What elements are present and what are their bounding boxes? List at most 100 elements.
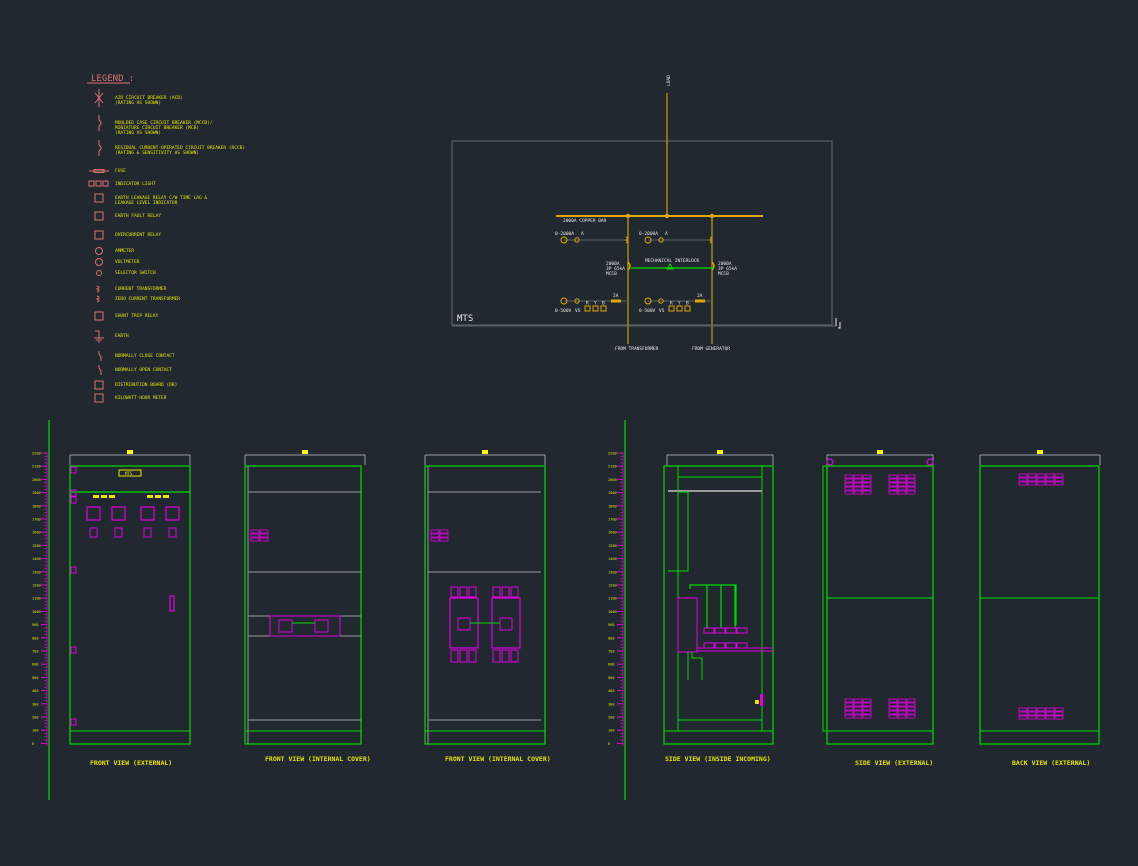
vent-louver — [1054, 711, 1064, 716]
vent-louver — [1054, 715, 1064, 720]
height-ruler: 2200210020001900180017001600150014001300… — [32, 452, 48, 746]
interlock-icon — [666, 263, 674, 270]
vent-louver — [1018, 715, 1028, 720]
phase-label: B — [602, 301, 605, 307]
phase-label: Y — [678, 301, 681, 307]
rccb-icon — [98, 140, 102, 156]
meter-icon — [86, 506, 101, 521]
vent-louver — [844, 478, 854, 483]
dimension-marker — [1037, 450, 1043, 454]
legend-item: SELECTOR SWITCH — [96, 270, 156, 276]
dimension-marker — [877, 450, 883, 454]
vent-louver — [853, 710, 863, 715]
vent-louver — [1018, 473, 1028, 478]
legend-item-label: (RATING AS SHOWN) — [115, 130, 161, 136]
ruler-tick-label: 1000 — [32, 610, 41, 614]
vent-louver — [1027, 711, 1037, 716]
vent-louver — [906, 486, 916, 491]
mccb-handle-icon — [278, 619, 293, 633]
from-generator-label: FROM GENERATOR — [692, 346, 730, 352]
selector-switch-icon — [89, 527, 98, 538]
vent-louver — [888, 482, 898, 487]
busbar-riser — [689, 584, 737, 625]
ruler-tick-label: 700 — [32, 650, 39, 654]
legend-item: INDICATOR LIGHT — [88, 180, 156, 187]
terminal-icon — [725, 642, 737, 649]
vent-louver — [862, 474, 872, 479]
vent-louver — [853, 482, 863, 487]
vent-louver — [1054, 473, 1064, 478]
hinge-icon — [70, 646, 77, 654]
vent-louver — [888, 474, 898, 479]
vent-louver — [906, 478, 916, 483]
terminal-icon — [510, 586, 519, 598]
ruler-tick-label: 1200 — [32, 584, 41, 588]
vent-louver — [853, 702, 863, 707]
phase-label: R — [670, 301, 673, 307]
terminal-icon — [501, 649, 510, 663]
vent-louver — [1018, 477, 1028, 482]
ruler-tick-label: 500 — [32, 676, 39, 680]
vent-louver — [1045, 715, 1055, 720]
voltmeter-label: 0-500V — [639, 308, 656, 314]
vent-louver — [1045, 707, 1055, 712]
front-view-internal-cover-2 — [424, 450, 546, 745]
cabinet-frame — [979, 465, 1100, 745]
vent-louver — [439, 533, 449, 538]
legend-item-label: VOLTMETER — [115, 259, 140, 265]
vent-louver — [1054, 481, 1064, 486]
mccb-handle-icon — [499, 617, 513, 631]
indicator-light-icon — [684, 305, 691, 312]
dimension-marker — [717, 450, 723, 454]
legend-item-label: OVERCURRENT RELAY — [115, 232, 161, 238]
side-flange — [822, 465, 828, 732]
cabinet-frame — [826, 465, 934, 745]
vent-louver — [906, 714, 916, 719]
nameplate-text: MTS — [125, 471, 133, 476]
legend-item-label: (RATING & SENSITIVITY AS SHOWN) — [115, 150, 199, 156]
legend-item-label: EARTH FAULT RELAY — [115, 213, 161, 219]
ruler-tick-label: 700 — [608, 650, 615, 654]
ruler-tick-label: 1000 — [608, 610, 617, 614]
vent-louver — [430, 533, 440, 538]
ruler-tick-label: 0 — [32, 742, 34, 746]
acb-icon — [94, 89, 104, 107]
caption-front-internal-1: FRONT VIEW (INTERNAL COVER) — [265, 755, 371, 763]
ammeter-tag: A — [581, 231, 584, 237]
vent-louver — [897, 490, 907, 495]
legend-item: EARTH FAULT RELAY — [94, 211, 161, 221]
nameplate — [118, 469, 142, 477]
indicator-light-icon — [668, 305, 675, 312]
side-view-inside-incoming — [663, 450, 774, 745]
ruler-tick-label: 2200 — [32, 452, 41, 456]
breaker-cutout — [269, 615, 341, 637]
indicator-light-icon — [147, 495, 153, 498]
vent-louver — [250, 537, 260, 542]
ruler-tick-label: 1300 — [32, 570, 41, 574]
indicator-light-icon — [109, 495, 115, 498]
voltmeter-icon — [644, 297, 652, 305]
legend-item: DISTRIBUTION BOARD (DB) — [94, 380, 177, 390]
vent-louver — [888, 698, 898, 703]
vent-louver — [430, 529, 440, 534]
vent-louver — [1036, 481, 1046, 486]
busbar-label: 2000A COPPER BAR — [563, 218, 607, 224]
interlock-label: MECHANICAL INTERLOCK — [645, 258, 699, 264]
height-ruler: 2200210020001900180017001600150014001300… — [608, 452, 624, 746]
ruler-tick-label: 1800 — [32, 504, 41, 508]
ruler-tick-label: 1800 — [608, 504, 617, 508]
vent-louver — [844, 474, 854, 479]
legend-item: AMMETER — [95, 247, 134, 255]
phase-label: R — [586, 301, 589, 307]
cabinet-frame — [424, 465, 546, 745]
legend-item-label: KILOWATT-HOUR METER — [115, 395, 167, 401]
shunt-trip-relay-icon — [94, 311, 104, 321]
vent-louver — [853, 490, 863, 495]
legend-item-label: SHUNT TRIP RELAY — [115, 313, 159, 319]
mccb-handle-icon — [314, 619, 329, 633]
breaker-rating: 2000A — [718, 261, 732, 267]
indicator-light-icon — [155, 495, 161, 498]
vent-louver — [844, 486, 854, 491]
legend-item-label: AMMETER — [115, 248, 134, 254]
